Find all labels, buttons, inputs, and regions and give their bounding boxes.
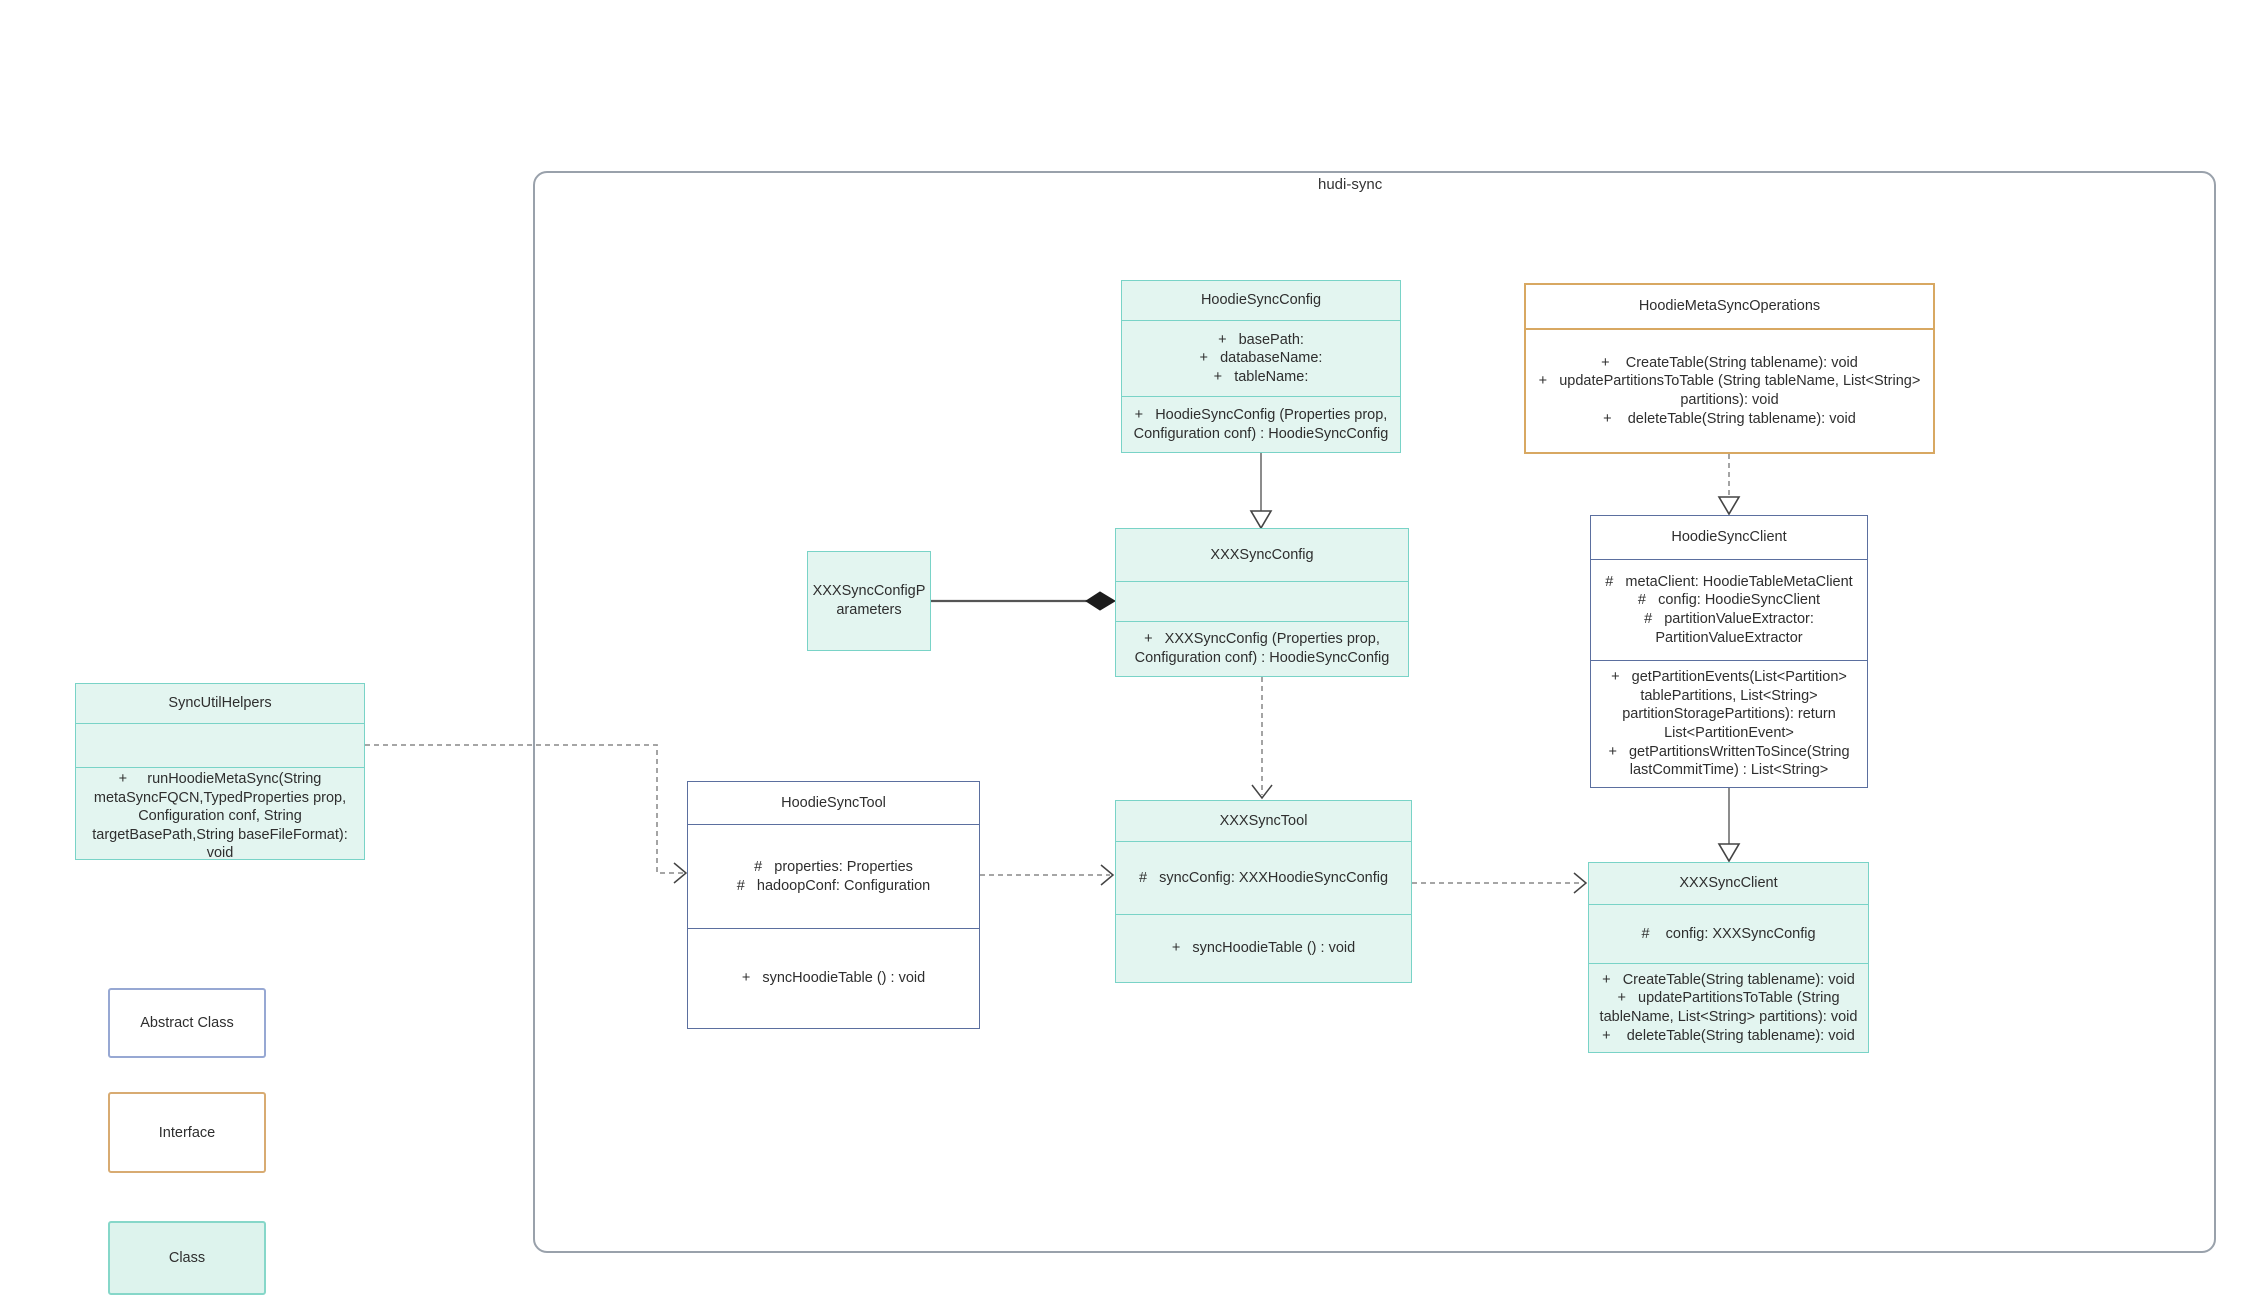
abstract-class-hoodie-sync-client: HoodieSyncClient # metaClient: HoodieTab… xyxy=(1590,515,1868,788)
class-title: HoodieSyncClient xyxy=(1671,529,1787,546)
class-xxx-sync-config-parameters: XXXSyncConfigParameters xyxy=(807,551,931,651)
class-attributes: + basePath: + databaseName: + tableName: xyxy=(1122,320,1400,396)
class-attributes: # metaClient: HoodieTableMetaClient # co… xyxy=(1591,559,1867,660)
class-xxx-sync-config: XXXSyncConfig + XXXSyncConfig (Propertie… xyxy=(1115,528,1409,677)
legend-abstract-class-label: Abstract Class xyxy=(140,1015,234,1031)
class-xxx-sync-client: XXXSyncClient # config: XXXSyncConfig + … xyxy=(1588,862,1869,1053)
class-xxx-sync-tool: XXXSyncTool # syncConfig: XXXHoodieSyncC… xyxy=(1115,800,1412,983)
interface-hoodie-meta-sync-operations: HoodieMetaSyncOperations + CreateTable(S… xyxy=(1524,283,1935,454)
abstract-class-hoodie-sync-tool: HoodieSyncTool # properties: Properties … xyxy=(687,781,980,1029)
interface-title: HoodieMetaSyncOperations xyxy=(1638,298,1821,315)
interface-methods: + CreateTable(String tablename): void + … xyxy=(1526,328,1933,452)
class-methods: + XXXSyncConfig (Properties prop, Config… xyxy=(1116,621,1408,676)
class-hoodie-sync-config: HoodieSyncConfig + basePath: + databaseN… xyxy=(1121,280,1401,453)
legend-interface-label: Interface xyxy=(158,1124,216,1141)
class-sync-util-helpers: SyncUtilHelpers + runHoodieMetaSync(Stri… xyxy=(75,683,365,861)
class-methods: + syncHoodieTable () : void xyxy=(688,928,979,1028)
class-title: XXXSyncClient xyxy=(1679,875,1778,892)
class-attributes xyxy=(76,723,364,767)
class-attributes: # properties: Properties # hadoopConf: C… xyxy=(688,824,979,928)
class-methods: + syncHoodieTable () : void xyxy=(1116,914,1411,982)
class-title: HoodieSyncTool xyxy=(781,794,886,811)
class-attributes: # syncConfig: XXXHoodieSyncConfig xyxy=(1116,841,1411,914)
class-methods: + runHoodieMetaSync(String metaSyncFQCN,… xyxy=(76,767,364,865)
class-title: XXXSyncConfig xyxy=(1210,546,1314,563)
legend-class: Class xyxy=(108,1221,266,1295)
class-methods: + getPartitionEvents(List<Partition> tab… xyxy=(1591,660,1867,787)
legend-abstract-class: Abstract Class xyxy=(108,988,266,1058)
class-title: XXXSyncConfigParameters xyxy=(812,583,926,618)
class-methods: + HoodieSyncConfig (Properties prop, Con… xyxy=(1122,396,1400,452)
class-title: HoodieSyncConfig xyxy=(1200,292,1322,309)
class-attributes xyxy=(1116,581,1408,621)
class-title: SyncUtilHelpers xyxy=(168,695,272,712)
hudi-sync-frame-label: hudi-sync xyxy=(1318,176,1383,193)
class-methods: + CreateTable(String tablename): void + … xyxy=(1589,963,1868,1052)
hudi-sync-frame xyxy=(533,171,2216,1253)
legend-class-label: Class xyxy=(168,1250,206,1266)
class-attributes: # config: XXXSyncConfig xyxy=(1589,904,1868,963)
legend-interface: Interface xyxy=(108,1092,266,1173)
class-title: XXXSyncTool xyxy=(1219,812,1308,829)
